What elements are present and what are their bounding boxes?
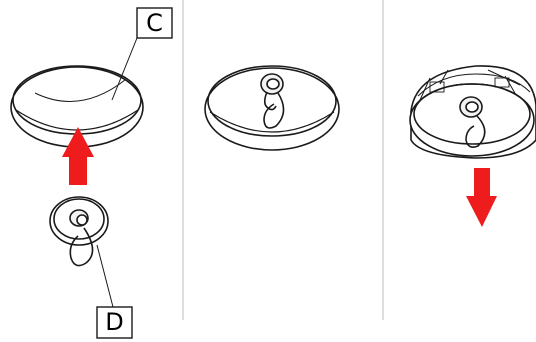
callout-c-label: C [146,9,163,37]
panel-1 [10,7,173,339]
callout-d-box [96,306,133,339]
callout-c-box [136,7,173,39]
callout-d-leader [96,244,114,308]
hook-under-lamp [459,96,486,148]
callout-d-label: D [105,308,124,336]
arrow-down-icon [466,168,497,227]
panel-3 [409,65,536,227]
callout-c-leader [111,37,138,101]
ceiling-hook-d [49,196,109,267]
hook-mounted [260,73,285,129]
arrow-up-icon [62,127,94,185]
panel-2 [204,65,340,151]
